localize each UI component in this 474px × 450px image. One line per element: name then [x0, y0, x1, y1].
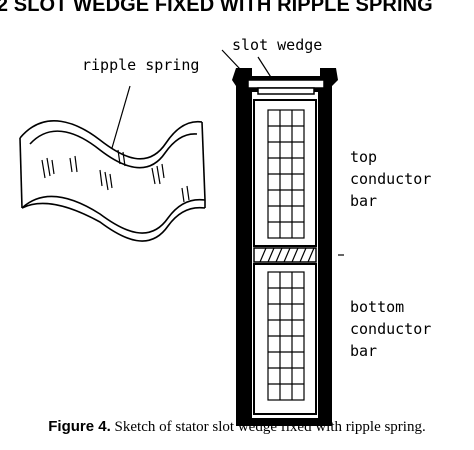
bar-separator-hatching: [259, 247, 315, 263]
slot-wall: [232, 68, 338, 426]
ripple-spring-label: ripple spring: [82, 56, 199, 74]
figure-caption: Figure 4. Sketch of stator slot wedge fi…: [0, 418, 474, 436]
ripple-spring-inner-edge: [29, 130, 198, 169]
ripple-spring-right-edge: [201, 121, 206, 201]
section-heading: 2.2 SLOT WEDGE FIXED WITH RIPPLE SPRING: [0, 0, 433, 16]
ripple-spring-left-edge: [19, 137, 23, 209]
figure-caption-text: Sketch of stator slot wedge fixed with r…: [114, 419, 426, 435]
top-bar-label: top conductor bar: [350, 148, 440, 210]
top-bar-insulation: [253, 99, 317, 247]
bottom-bar-label: bottom conductor bar: [350, 298, 440, 360]
figure-caption-label: Figure 4.: [48, 418, 111, 435]
slot-wedge: [247, 79, 325, 89]
ripple-spring-bottom-edge: [21, 195, 206, 234]
ripple-spring-thickness: [21, 200, 206, 242]
ripple-spring-sketch: [19, 120, 206, 242]
slot-wedge-ripple-spring: [257, 87, 315, 95]
ripple-spring-hatching: [41, 149, 190, 203]
top-conductor-strands: [267, 109, 305, 239]
slot-wedge-label: slot wedge: [232, 36, 322, 54]
bottom-bar-insulation: [253, 263, 317, 415]
ripple-spring-top-edge: [19, 120, 203, 160]
stator-slot: [232, 68, 344, 426]
bottom-conductor-strands: [267, 271, 305, 401]
ripple-spring-leader: [111, 85, 131, 149]
